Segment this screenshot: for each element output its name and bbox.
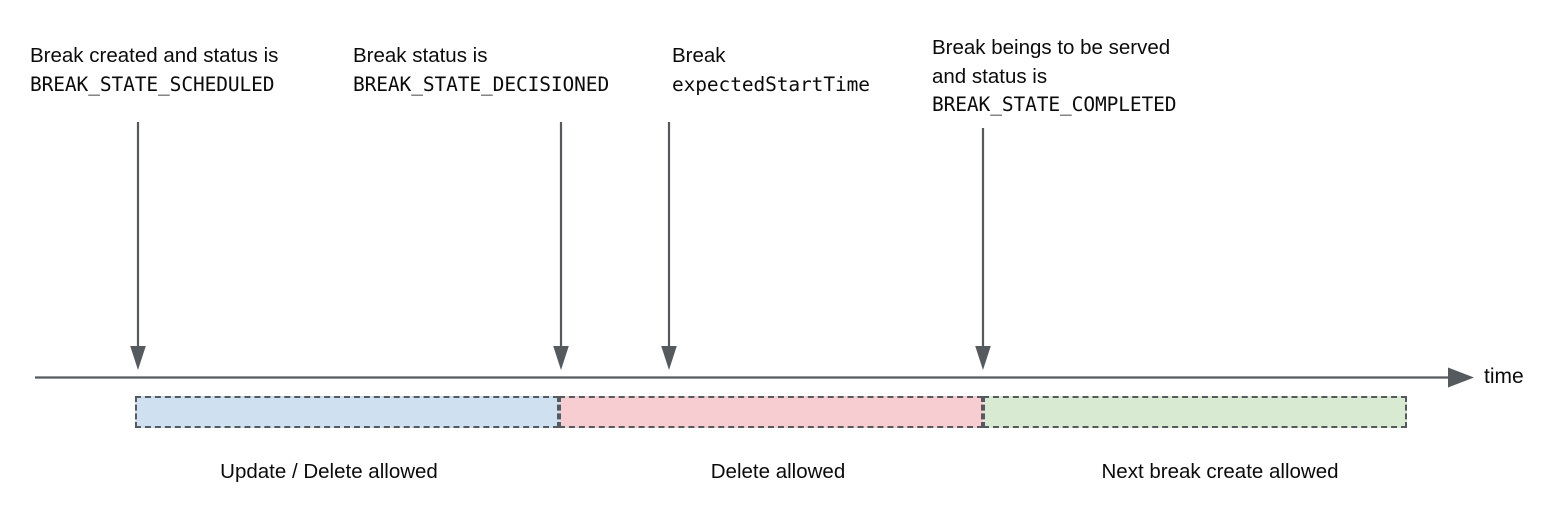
annotation-line-code: expectedStartTime — [672, 72, 870, 96]
annotation-expected-start-time: Break expectedStartTime — [672, 42, 870, 99]
annotation-scheduled: Break created and status is BREAK_STATE_… — [30, 42, 278, 99]
caption-delete-only: Delete allowed — [710, 460, 846, 483]
time-axis-label: time — [1484, 365, 1524, 388]
annotation-line: and status is — [932, 64, 1048, 88]
annotation-line-code: BREAK_STATE_COMPLETED — [932, 93, 1177, 116]
annotation-decisioned: Break status is BREAK_STATE_DECISIONED — [353, 42, 609, 99]
phase-bar-delete-only — [559, 396, 983, 428]
pointer-arrow-scheduled-icon — [130, 122, 146, 370]
annotation-line: Break status is — [353, 44, 488, 67]
pointer-arrow-expected-start-time-icon — [661, 122, 677, 370]
annotation-line: Break — [672, 44, 726, 67]
annotation-line: Break created and status is — [30, 44, 279, 67]
annotation-completed: Break beings to be served and status is … — [932, 34, 1177, 120]
pointer-arrow-completed-icon — [975, 128, 991, 370]
caption-next-break: Next break create allowed — [1101, 460, 1339, 483]
annotation-line-code: BREAK_STATE_DECISIONED — [353, 72, 610, 96]
caption-update-delete: Update / Delete allowed — [220, 460, 438, 483]
annotation-line: Break beings to be served — [932, 36, 1171, 59]
time-axis — [35, 367, 1474, 388]
annotation-line-code: BREAK_STATE_SCHEDULED — [30, 72, 275, 96]
phase-bar-next-break — [983, 396, 1407, 428]
phase-bar-update-delete — [135, 396, 559, 428]
pointer-arrow-decisioned-icon — [553, 122, 569, 370]
